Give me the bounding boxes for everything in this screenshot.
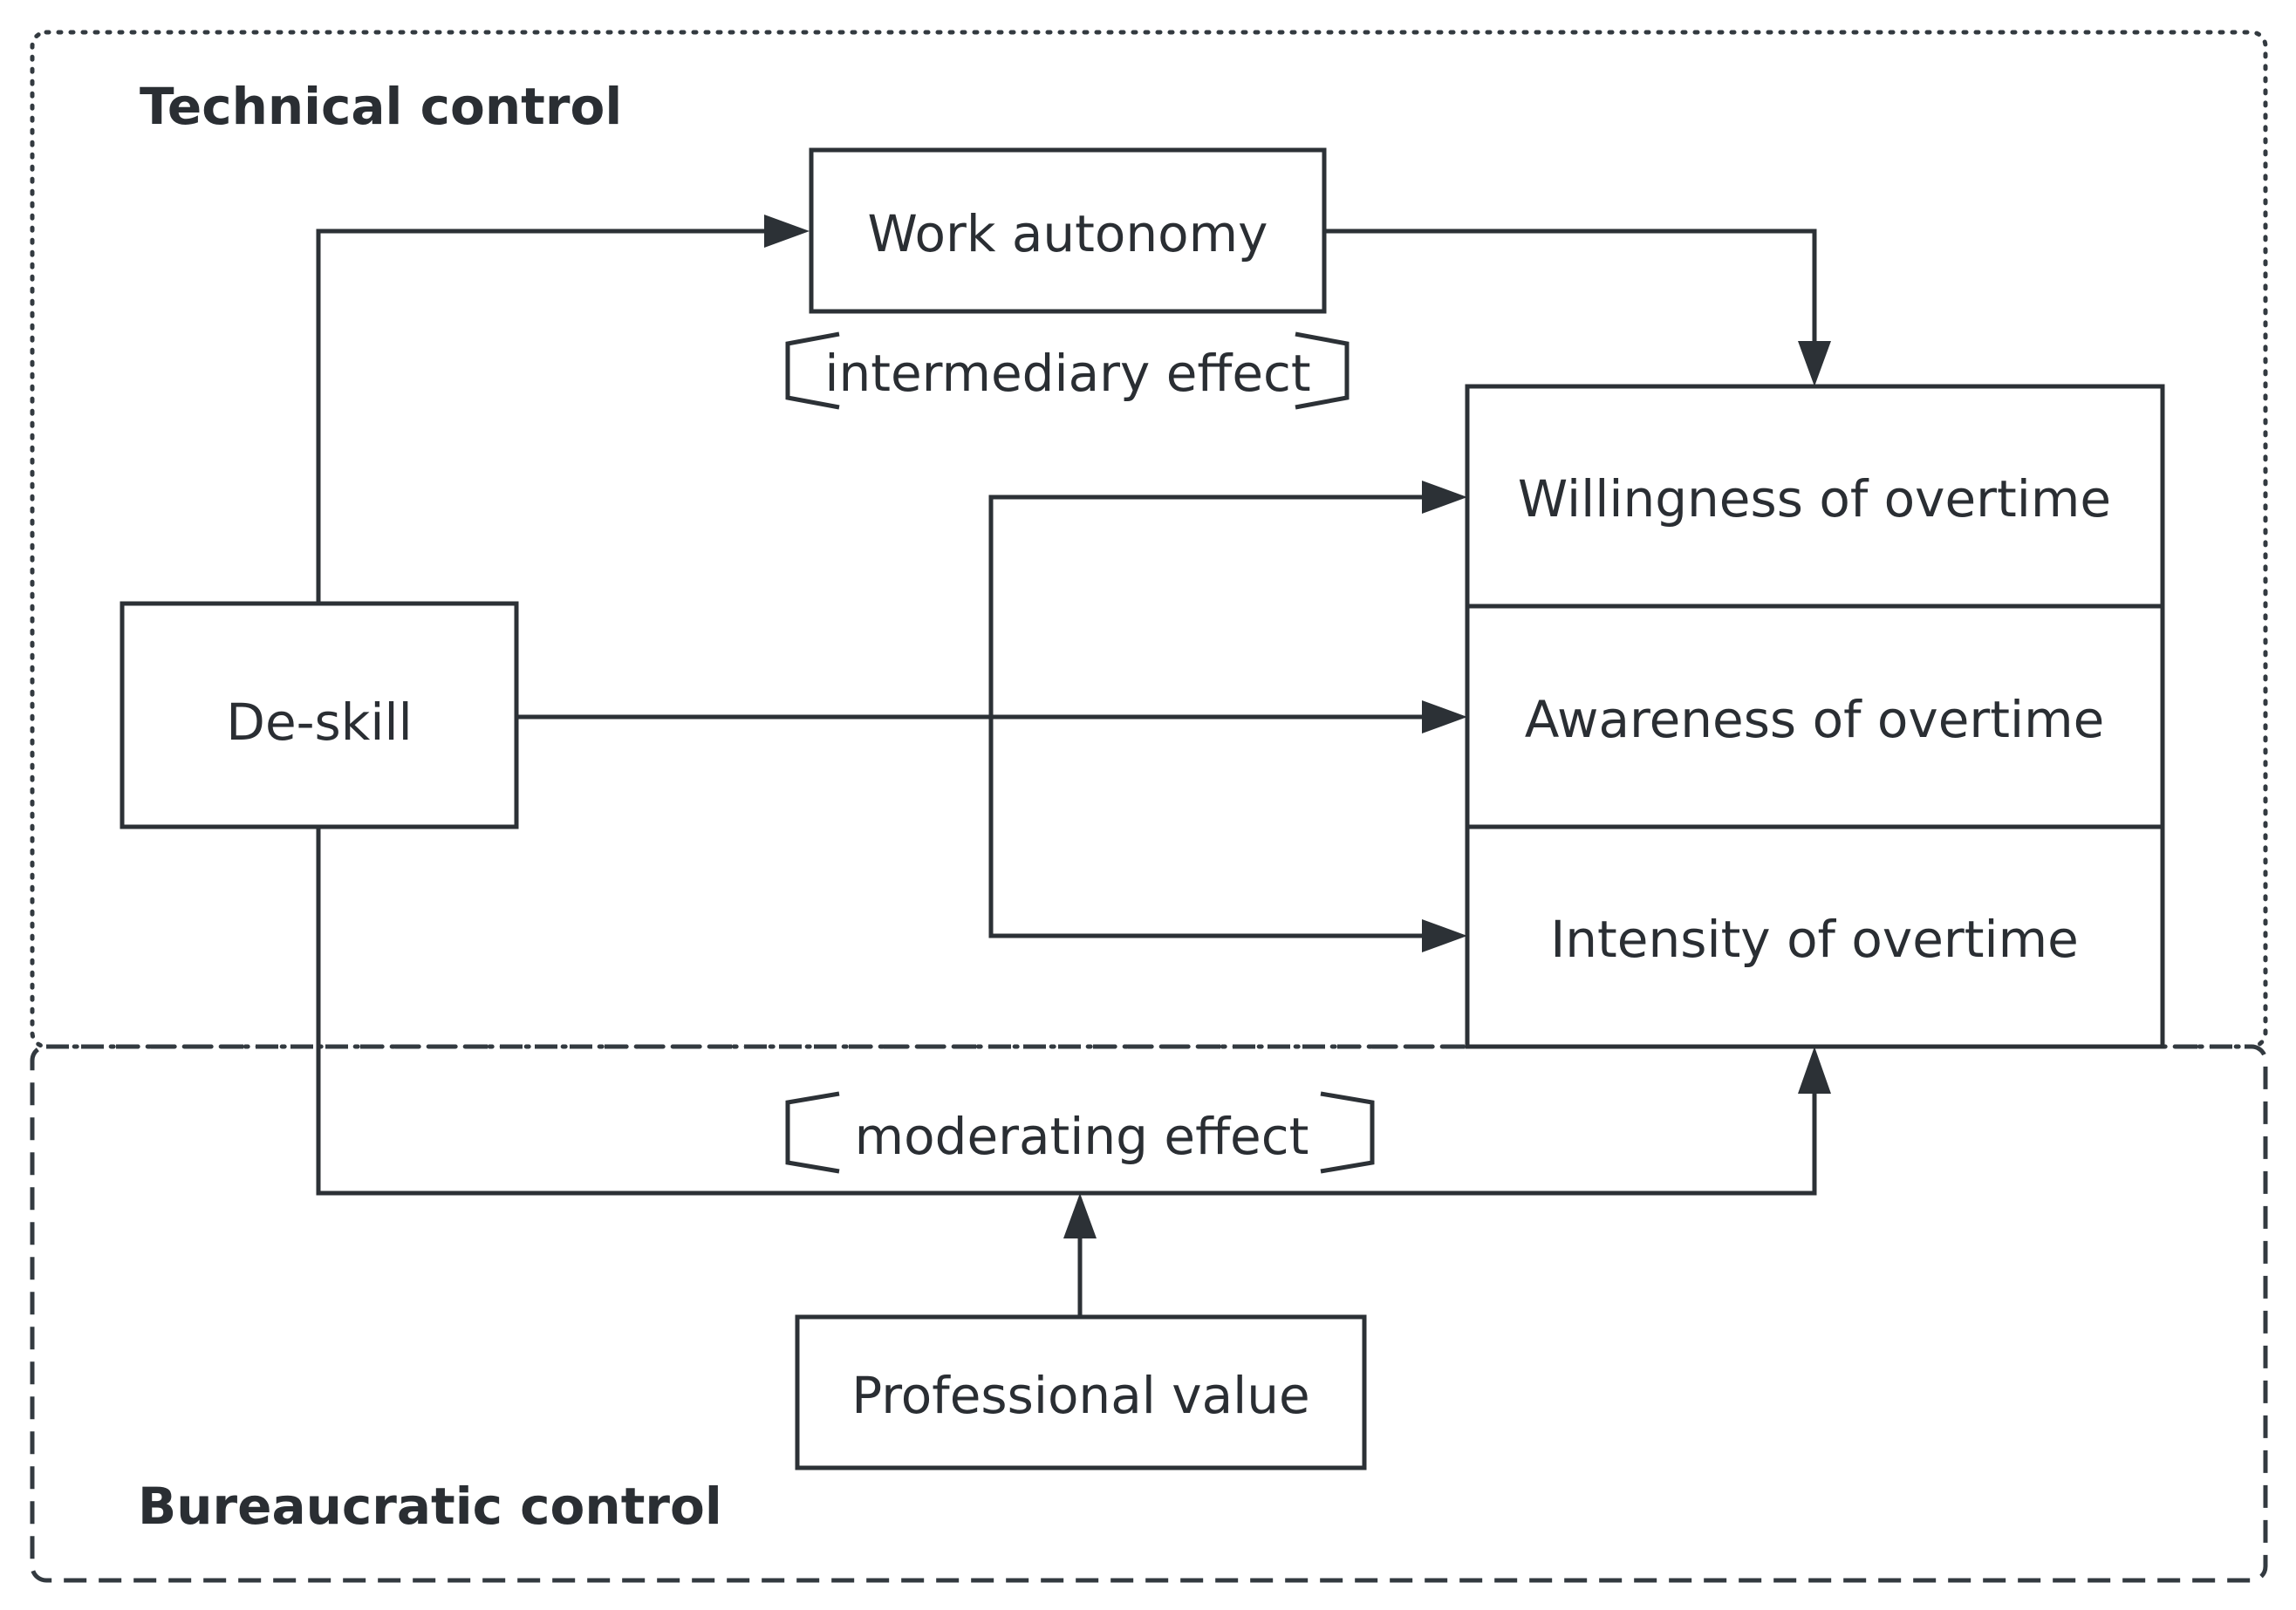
bureaucratic-control-label: Bureaucratic control [138,1477,722,1536]
arrowhead-to-outcomes-top [1798,341,1831,386]
arrowhead-to-willingness [1422,481,1467,514]
moderating-effect-label: moderating effect [855,1107,1309,1166]
deskill-label: De-skill [226,692,412,752]
intermediary-effect-annotation: intermediary effect [785,331,1350,410]
right-bracket [1320,1091,1375,1174]
arrowhead-to-work-autonomy [764,215,810,248]
moderating-effect-annotation: moderating effect [785,1091,1375,1174]
arrowhead-moderation [1063,1193,1097,1238]
arrowhead-to-intensity [1422,919,1467,952]
path-deskill-to-work-autonomy [316,229,768,604]
arrowhead-to-outcomes-bottom [1798,1047,1831,1094]
work-autonomy-label: Work autonomy [868,204,1268,263]
right-bracket [1295,331,1350,410]
intensity-of-overtime-label: Intensity of overtime [1550,910,2079,969]
work-autonomy-node: Work autonomy [809,147,1327,314]
intermediary-effect-label: intermediary effect [824,344,1310,403]
arrowhead-to-awareness [1422,700,1467,733]
path-deskill-moderated-to-outcomes [316,827,1817,1196]
deskill-node: De-skill [120,601,519,829]
technical-control-label: Technical control [140,77,622,136]
willingness-of-overtime-label: Willingness of overtime [1518,469,2111,529]
professional-value-label: Professional value [851,1366,1309,1425]
bureaucratic-control-region [30,1044,2268,1583]
awareness-of-overtime-label: Awareness of overtime [1525,690,2105,749]
left-bracket [785,331,840,410]
left-bracket [785,1091,840,1174]
path-branch-willingness-intensity [988,495,1425,938]
overtime-outcomes-node: Willingness of overtime Awareness of ove… [1465,384,2165,1049]
professional-value-node: Professional value [795,1314,1367,1470]
path-work-autonomy-to-outcomes [1324,229,1817,345]
